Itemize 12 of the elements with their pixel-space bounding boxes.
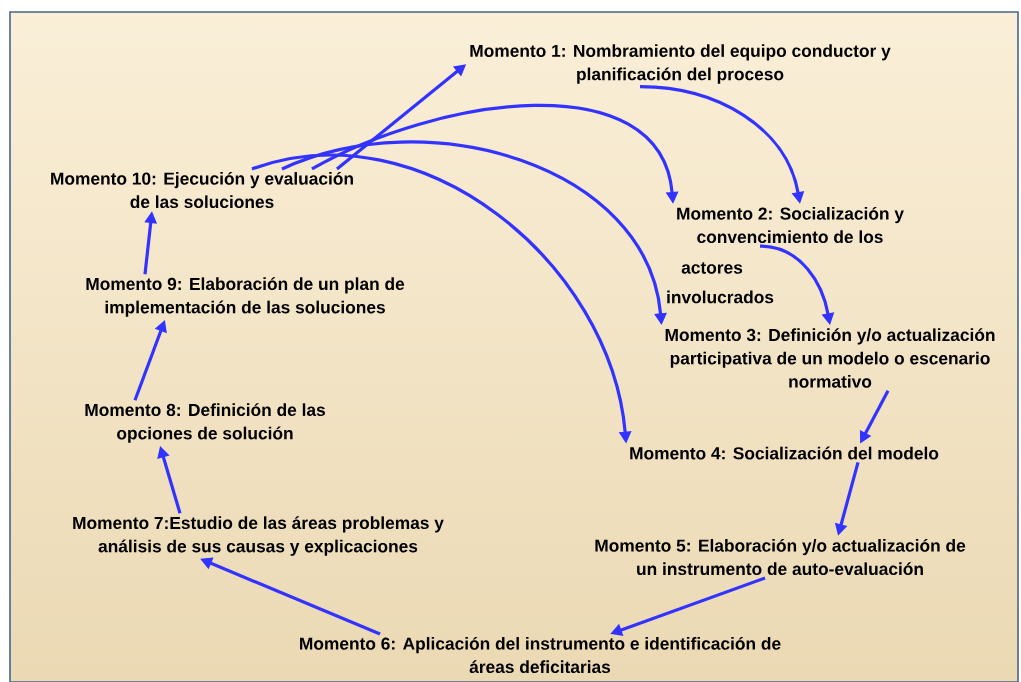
- step-text: involucrados: [667, 290, 774, 304]
- step-text: Momento 2: Socialización y convencimiento de los: [677, 206, 904, 244]
- step-text: Momento 6: Aplicación del instrumento e identificación de áreas deficitarias: [300, 636, 781, 674]
- step-text: Momento 8: Definición de las opciones de solución: [85, 403, 325, 443]
- step-text: Momento 9: Elaboración de un plan de implementación de las soluciones: [86, 277, 405, 317]
- step-text: Momento 1: Nombramiento del equipo conductor y planificación del proceso: [470, 44, 891, 84]
- step-text: Momento 5: Elaboración y/o actualización de un instrumento de auto-evaluación: [595, 538, 966, 576]
- step-text: Momento 3: Definición y/o actualización participativa de un modelo o escenario normativo: [665, 328, 995, 388]
- step-text: Momento 10: Ejecución y evaluación de las soluciones: [51, 171, 353, 209]
- step-text: actores: [681, 262, 743, 274]
- step-text: Momento 7:Estudio de las áreas problemas y análisis de sus causas y explicaciones: [73, 516, 444, 556]
- step-text: Momento 4: Socialización del modelo: [630, 446, 939, 460]
